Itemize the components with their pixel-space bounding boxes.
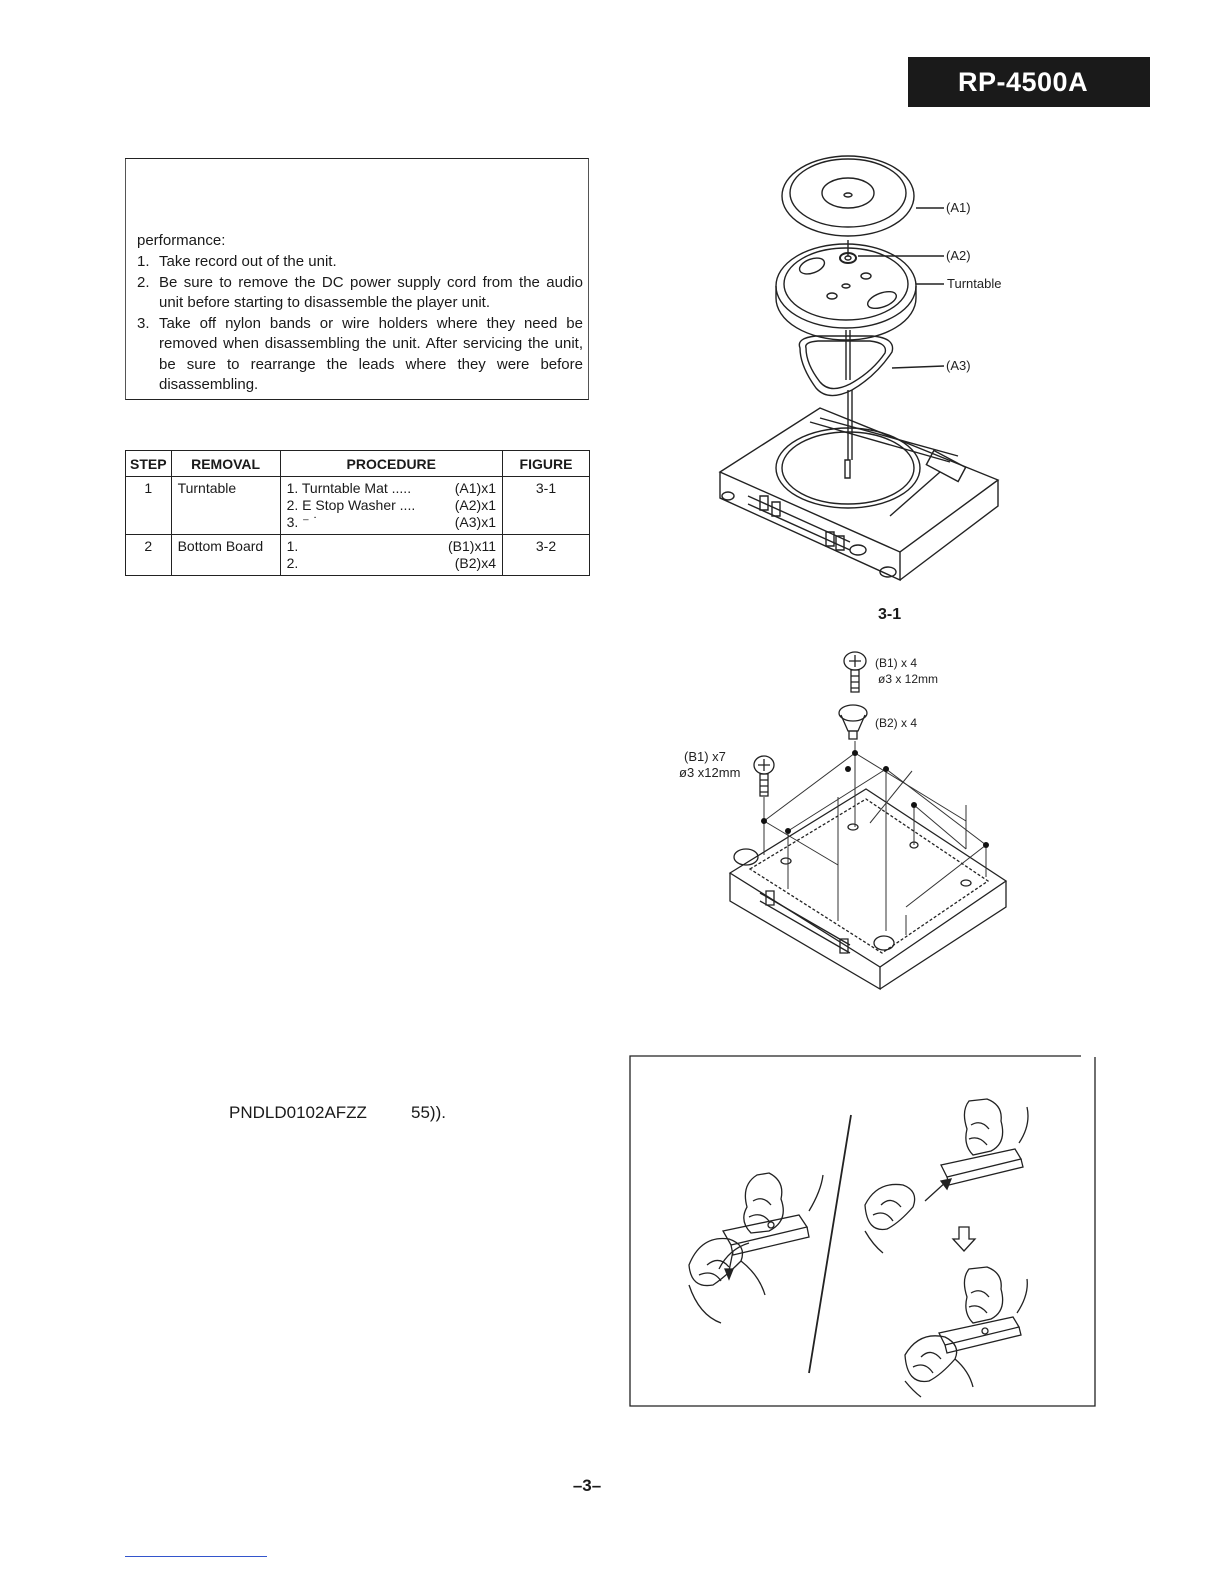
down-arrow-icon	[953, 1227, 975, 1251]
header-procedure: PROCEDURE	[279, 450, 504, 477]
bottom-board-figure: (B1) x 4 ø3 x 12mm (B2) x 4 (B1) x7 ø3 x…	[679, 645, 1020, 995]
callout-a1: (A1)	[946, 200, 971, 215]
procedure-cell: 1.(B1)x11 2.(B2)x4	[279, 534, 504, 576]
notice-item: 2.Be sure to remove the DC power supply …	[137, 273, 583, 312]
step-number: 2	[125, 534, 172, 576]
figure-ref: 3-2	[502, 534, 590, 576]
procedure-line: 3. ⁻ ˙(A3)x1	[286, 514, 496, 530]
table-row: 2 Bottom Board 1.(B1)x11 2.(B2)x4 3-2	[125, 534, 590, 576]
procedure-cell: 1. Turntable Mat .....(A1)x1 2. E Stop W…	[279, 476, 504, 535]
table-row: 1 Turntable 1. Turntable Mat .....(A1)x1…	[125, 476, 590, 535]
step-number: 1	[125, 476, 172, 535]
page-number: –3–	[572, 1476, 602, 1495]
notice-top-rule	[125, 158, 551, 159]
header-step: STEP	[125, 450, 172, 477]
procedure-line: 2. E Stop Washer ....(A2)x1	[286, 497, 496, 513]
procedure-line: 2.(B2)x4	[286, 555, 496, 571]
table-header-row: STEP REMOVAL PROCEDURE FIGURE	[125, 450, 590, 477]
figure-3-1-label: 3-1	[878, 606, 902, 623]
screw-leader-lines	[764, 741, 986, 935]
service-notice-box: performance: 1.Take record out of the un…	[125, 158, 589, 400]
model-badge: RP-4500A	[908, 57, 1150, 107]
header-removal: REMOVAL	[170, 450, 281, 477]
part-reference: 55)).	[411, 1103, 446, 1122]
callout-turntable: Turntable	[947, 276, 1001, 291]
notice-lead: performance:	[137, 232, 226, 249]
screw-b1-side	[754, 756, 774, 796]
player-base	[720, 408, 998, 580]
callout-a3: (A3)	[946, 358, 971, 373]
figure-ref: 3-1	[502, 476, 590, 535]
player-base-bottom	[730, 789, 1006, 989]
callout-b1-side-size: ø3 x12mm	[679, 765, 740, 780]
model-number: RP-4500A	[958, 66, 1089, 97]
turntable-mat-a1	[782, 156, 914, 236]
screw-b1-top	[844, 652, 866, 692]
illustration-frame	[630, 1056, 1095, 1406]
turntable-exploded-figure: (A1) (A2) Turntable (A3)	[700, 150, 1001, 590]
callout-b1-side: (B1) x7	[684, 749, 726, 764]
removal-item: Bottom Board	[170, 534, 281, 576]
left-hand-assembly	[689, 1173, 823, 1323]
divider-line	[809, 1115, 851, 1373]
disassembly-table: STEP REMOVAL PROCEDURE FIGURE 1 Turntabl…	[125, 450, 590, 576]
right-top-hand-assembly	[865, 1099, 1028, 1253]
procedure-line: 1.(B1)x11	[286, 538, 496, 554]
notice-list: 1.Take record out of the unit. 2.Be sure…	[137, 252, 583, 396]
callout-b2: (B2) x 4	[875, 716, 917, 730]
callout-b1-top-size: ø3 x 12mm	[878, 672, 938, 686]
right-bottom-hand-assembly	[905, 1267, 1027, 1397]
removal-item: Turntable	[170, 476, 281, 535]
washer-b2	[839, 705, 867, 739]
drive-belt-a3	[799, 336, 892, 396]
footer-rule	[125, 1556, 267, 1557]
hand-tool-illustration	[629, 1055, 1098, 1408]
callout-a2: (A2)	[946, 248, 971, 263]
e-stop-washer-a2	[840, 253, 856, 263]
notice-item: 1.Take record out of the unit.	[137, 253, 337, 270]
turntable-platter	[776, 244, 916, 340]
part-number: PNDLD0102AFZZ	[229, 1103, 367, 1122]
header-figure: FIGURE	[502, 450, 590, 477]
notice-item: 3.Take off nylon bands or wire holders w…	[137, 314, 583, 394]
procedure-line: 1. Turntable Mat .....(A1)x1	[286, 480, 496, 496]
callout-b1-top: (B1) x 4	[875, 656, 917, 670]
